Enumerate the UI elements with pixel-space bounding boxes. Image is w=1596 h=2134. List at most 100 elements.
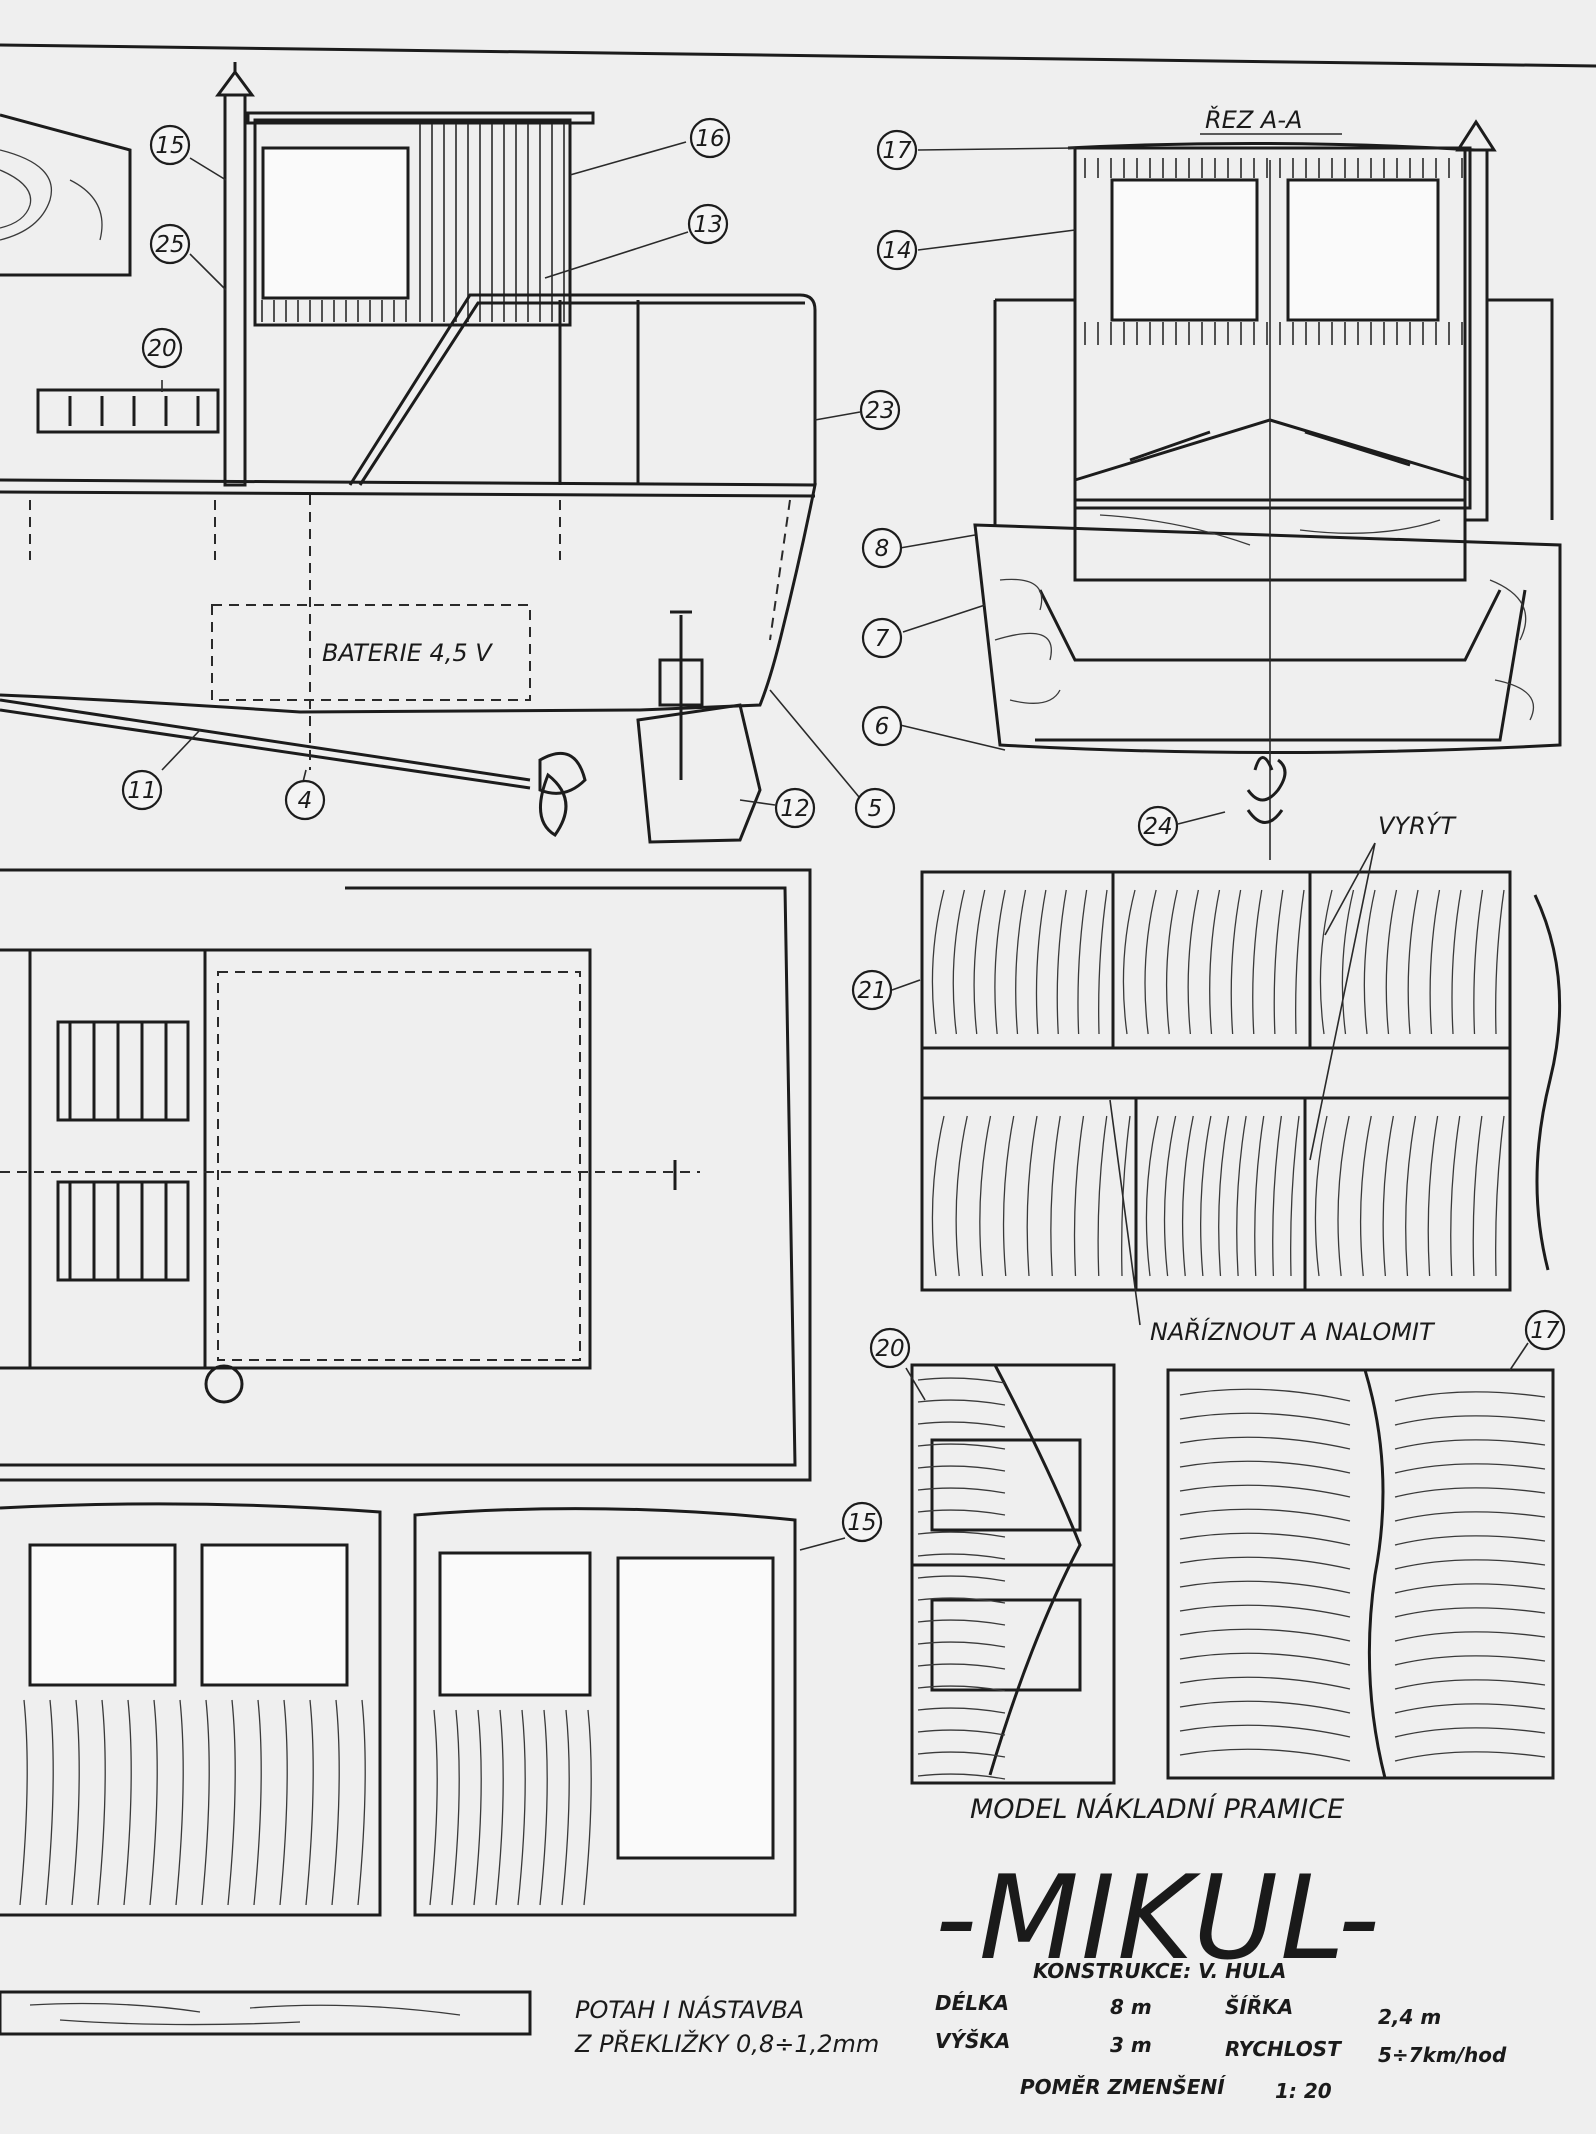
wood-grain — [1122, 889, 1136, 1035]
roof-panel-outline — [920, 870, 1512, 1292]
callout-14-text: 14 — [882, 238, 911, 264]
wood-grain — [253, 1699, 262, 1906]
callout-7 — [861, 617, 903, 659]
wood-grain — [1015, 889, 1027, 1035]
wood-grain — [1407, 889, 1419, 1035]
wood-grain — [1394, 1559, 1546, 1570]
height-value: 3 m — [1110, 2033, 1152, 2057]
roof-panel: VYRÝT NAŘÍZNOUT A NALOMIT — [920, 811, 1562, 1346]
height-label: VÝŠKA — [935, 2029, 1010, 2053]
wood-grain — [1179, 1532, 1351, 1546]
wood-grain — [917, 1575, 1006, 1582]
wood-grain — [1236, 1115, 1247, 1277]
wood-grain — [1394, 1679, 1546, 1690]
canopy — [348, 293, 817, 486]
wood-grain — [1450, 1115, 1461, 1277]
wood-grain — [1179, 1580, 1351, 1594]
wood-grain — [357, 1699, 366, 1906]
wood-grain — [1394, 1703, 1546, 1714]
chimney — [223, 93, 247, 487]
callout-4-text: 4 — [298, 788, 313, 814]
rudder — [636, 703, 762, 844]
callout-17-panel-text: 17 — [1530, 1318, 1560, 1344]
wood-grain — [955, 1115, 968, 1277]
wood-grain — [305, 1699, 314, 1906]
wood-grain — [1495, 889, 1505, 1035]
wood-grain — [1394, 1751, 1546, 1762]
wood-grain — [1385, 889, 1398, 1035]
wood-grain — [952, 889, 966, 1035]
wood-grain — [1427, 1115, 1439, 1277]
scale-value: 1: 20 — [1275, 2079, 1332, 2103]
callout-13-text: 13 — [693, 212, 722, 238]
section-cabin — [1073, 146, 1472, 510]
callout-11-text: 11 — [127, 778, 156, 804]
wood-grain — [1179, 1412, 1351, 1426]
wood-grain — [1179, 1652, 1351, 1666]
wood-grain — [1181, 1115, 1194, 1277]
wood-grain — [1026, 1115, 1038, 1277]
wood-grain — [71, 1699, 80, 1906]
cover-note-1: POTAH I NÁSTAVBA — [575, 1995, 804, 2024]
callout-14 — [876, 229, 918, 271]
side-view: BATERIE 4,5 V — [0, 62, 817, 844]
wood-grain — [917, 1509, 1006, 1516]
wood-grain — [1035, 889, 1047, 1035]
callout-5 — [854, 787, 896, 829]
wood-grain — [1097, 1115, 1108, 1277]
section-aa: ŘEZ A-A — [973, 105, 1562, 860]
callout-24 — [1137, 805, 1179, 847]
wood-grain — [1341, 889, 1355, 1035]
wood-grain — [1394, 1511, 1546, 1522]
chimney-plan — [204, 1364, 244, 1404]
section-label: ŘEZ A-A — [1205, 105, 1302, 134]
callout-15-panel-text: 15 — [847, 1510, 876, 1536]
callout-15-panel — [841, 1501, 883, 1543]
wood-grain — [1187, 889, 1200, 1035]
wood-grain — [979, 1115, 992, 1277]
engrave-label: VYRÝT — [1378, 811, 1457, 840]
width-value: 2,4 m — [1378, 2005, 1441, 2029]
wood-grain — [1200, 1115, 1212, 1277]
callout-20-side — [141, 327, 183, 369]
wood-grain — [917, 1663, 1006, 1670]
wood-grain — [1394, 1463, 1546, 1474]
wood-grain — [917, 1641, 1006, 1648]
callout-20-panel — [869, 1327, 911, 1369]
callout-20-panel-text: 20 — [875, 1336, 904, 1362]
wood-grain — [45, 1699, 54, 1906]
wood-grain — [1179, 1436, 1351, 1450]
wood-grain — [97, 1699, 106, 1906]
title-name: -MIKUL- — [935, 1851, 1382, 1986]
wood-grain — [1002, 1115, 1015, 1277]
wood-grain — [1179, 1676, 1351, 1690]
wood-grain — [917, 1421, 1006, 1428]
wood-grain — [1179, 1556, 1351, 1570]
wood-grain — [917, 1377, 1006, 1384]
callout-4 — [284, 779, 326, 821]
wood-grain — [1252, 889, 1263, 1035]
length-value: 8 m — [1110, 1995, 1152, 2019]
speed-value: 5÷7km/hod — [1378, 2043, 1507, 2067]
wood-grain — [473, 1709, 482, 1906]
wood-grain — [917, 1531, 1006, 1538]
wood-grain — [1179, 1748, 1351, 1762]
wood-grain — [331, 1699, 340, 1906]
callout-16 — [689, 117, 731, 159]
callout-12 — [774, 787, 816, 829]
wood-grain — [1179, 1604, 1351, 1618]
wood-grain — [1179, 1388, 1351, 1402]
plan-outline — [0, 868, 812, 1482]
wood-grain — [1290, 1115, 1300, 1277]
wood-grain — [19, 1699, 28, 1906]
wood-grain — [931, 1115, 945, 1277]
title-subtitle: MODEL NÁKLADNÍ PRAMICE — [970, 1793, 1344, 1825]
plan-rail — [56, 1020, 190, 1122]
wood-grain — [1405, 1115, 1417, 1277]
wood-grain — [495, 1709, 504, 1906]
wood-grain — [451, 1709, 460, 1906]
wood-grain — [1144, 889, 1157, 1035]
wood-grain — [1077, 889, 1088, 1035]
wood-grain — [1179, 1484, 1351, 1498]
